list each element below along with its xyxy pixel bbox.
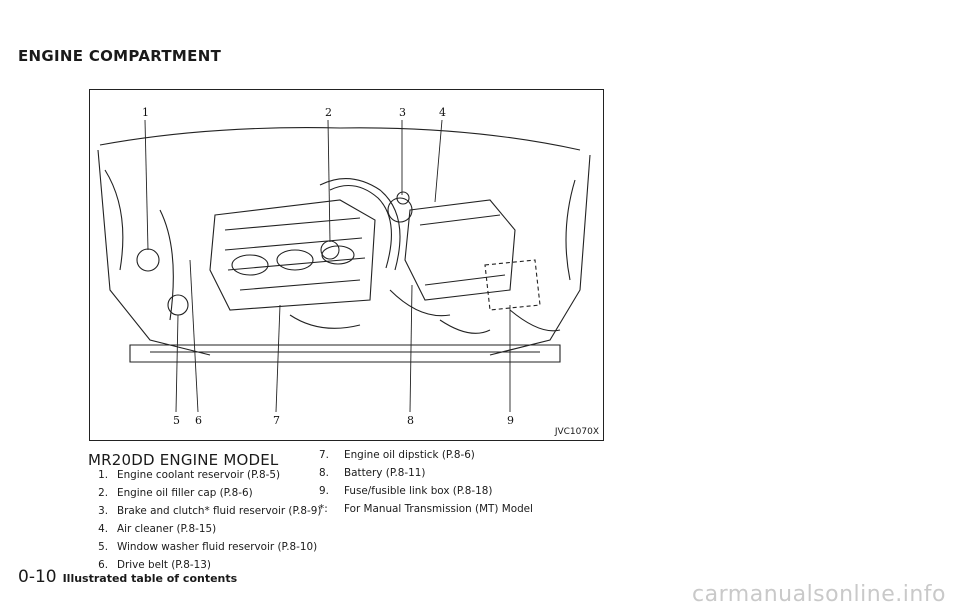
item-number: 1. <box>98 469 108 481</box>
item-text: Engine coolant reservoir (P.8-5) <box>117 469 281 481</box>
item-text: Engine oil filler cap (P.8-6) <box>117 487 253 499</box>
list-item: 8. Battery (P.8-11) <box>319 464 533 482</box>
callout-8: 8 <box>407 414 414 427</box>
item-number: 5. <box>98 541 108 553</box>
list-item: *: For Manual Transmission (MT) Model <box>319 500 533 518</box>
item-text: Brake and clutch* fluid reservoir (P.8-9… <box>117 505 322 517</box>
callout-6: 6 <box>195 414 202 427</box>
item-number: 4. <box>98 523 108 535</box>
item-text: Fuse/fusible link box (P.8-18) <box>344 485 493 497</box>
item-text: Drive belt (P.8-13) <box>117 559 211 571</box>
callout-2: 2 <box>325 106 332 119</box>
item-text: Window washer fluid reservoir (P.8-10) <box>117 541 318 553</box>
footer-title: Illustrated table of contents <box>62 572 238 585</box>
list-item: 4. Air cleaner (P.8-15) <box>86 520 321 538</box>
list-item: 7. Engine oil dipstick (P.8-6) <box>319 446 533 464</box>
callout-9: 9 <box>507 414 514 427</box>
list-item: 3. Brake and clutch* fluid reservoir (P.8… <box>86 502 321 520</box>
figure-code: JVC1070X <box>554 427 599 437</box>
engine-illustration: 1 2 3 4 5 6 7 8 9 <box>97 106 591 427</box>
item-text: For Manual Transmission (MT) Model <box>344 503 533 515</box>
list-item: 6. Drive belt (P.8-13) <box>86 556 321 574</box>
callout-3: 3 <box>399 106 406 119</box>
item-number: 6. <box>98 559 108 571</box>
item-list-left: 1. Engine coolant reservoir (P.8-5) 2. Eng… <box>86 466 321 574</box>
engine-compartment-figure: 1 2 3 4 5 6 7 8 9 JVC1070X <box>89 89 604 441</box>
list-item: 5. Window washer fluid reservoir (P.8-10) <box>86 538 321 556</box>
item-number: 7. <box>319 449 329 461</box>
model-title: MR20DD ENGINE MODEL <box>88 451 279 469</box>
callout-1: 1 <box>142 106 149 119</box>
watermark: carmanualsonline.info <box>692 582 946 607</box>
item-text: Engine oil dipstick (P.8-6) <box>344 449 475 461</box>
callout-7: 7 <box>273 414 280 427</box>
callout-4: 4 <box>439 106 446 119</box>
item-text: Battery (P.8-11) <box>344 467 426 479</box>
item-list-right: 7. Engine oil dipstick (P.8-6) 8. Battery … <box>319 446 533 518</box>
page-number: 0-10 <box>18 567 57 587</box>
item-number: *: <box>319 503 328 515</box>
item-number: 9. <box>319 485 329 497</box>
item-number: 3. <box>98 505 108 517</box>
callout-5: 5 <box>173 414 180 427</box>
page-footer: 0-10 Illustrated table of contents <box>18 567 237 587</box>
list-item: 9. Fuse/fusible link box (P.8-18) <box>319 482 533 500</box>
item-text: Air cleaner (P.8-15) <box>117 523 217 535</box>
section-title: ENGINE COMPARTMENT <box>18 47 222 65</box>
item-number: 8. <box>319 467 329 479</box>
item-number: 2. <box>98 487 108 499</box>
list-item: 2. Engine oil filler cap (P.8-6) <box>86 484 321 502</box>
list-item: 1. Engine coolant reservoir (P.8-5) <box>86 466 321 484</box>
